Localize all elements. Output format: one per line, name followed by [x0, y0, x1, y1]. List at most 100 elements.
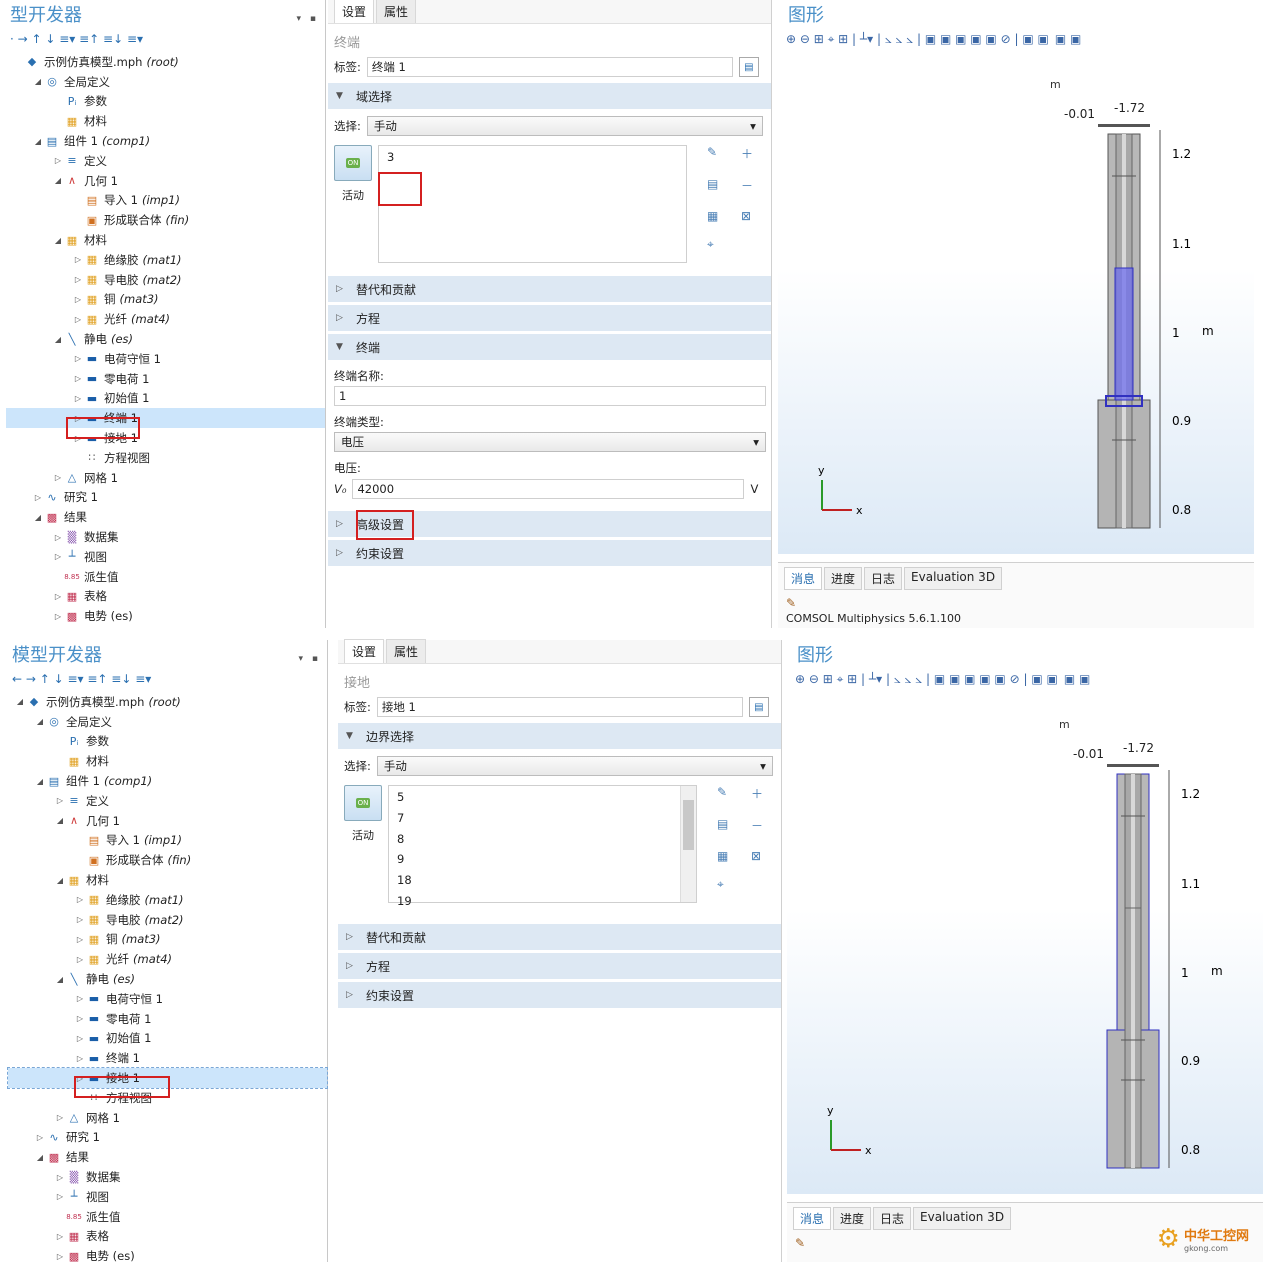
tree-item[interactable]: ▷▦光纤(mat4)	[6, 309, 325, 329]
expand-toggle-icon[interactable]: ▷	[54, 591, 62, 601]
tree-item[interactable]: ◢▦材料	[6, 230, 325, 250]
expand-toggle-icon[interactable]: ▷	[36, 1132, 44, 1142]
tree-item[interactable]: ▣形成联合体(fin)	[8, 850, 327, 870]
selection-dropdown[interactable]: 手动▾	[376, 756, 773, 776]
zoom-to-selection-icon[interactable]: ⌖	[717, 877, 724, 892]
tab-messages[interactable]: 消息	[784, 567, 823, 590]
expand-toggle-icon[interactable]: ▷	[54, 156, 62, 166]
section-advanced[interactable]: ▷高级设置	[328, 511, 771, 537]
tree-item[interactable]: ▷▦表格	[8, 1227, 327, 1247]
tree-item[interactable]: ▦材料	[6, 111, 325, 131]
tree-item[interactable]: ◢◎全局定义	[8, 712, 327, 732]
tree-item[interactable]: ▦材料	[8, 751, 327, 771]
zoom-to-selection-icon[interactable]: ⌖	[707, 237, 714, 252]
tree-item[interactable]: ▷▦铜(mat3)	[8, 930, 327, 950]
panel-controls[interactable]: ▾ ▪	[296, 14, 319, 24]
expand-toggle-icon[interactable]: ◢	[56, 875, 64, 885]
tree-item[interactable]: ▤导入 1(imp1)	[8, 831, 327, 851]
expand-toggle-icon[interactable]: ▷	[56, 1251, 64, 1261]
tree-item[interactable]: ◢∧几何 1	[6, 171, 325, 191]
expand-toggle-icon[interactable]: ▷	[74, 314, 82, 324]
tree-item[interactable]: ▷▬接地 1	[7, 1067, 328, 1089]
scrollbar[interactable]	[680, 786, 696, 902]
section-equation[interactable]: ▷方程	[328, 305, 771, 331]
tab-messages[interactable]: 消息	[793, 1207, 832, 1230]
tree-item[interactable]: ◢▤组件 1(comp1)	[6, 131, 325, 151]
tab-settings[interactable]: 设置	[334, 0, 375, 23]
clipboard-icon[interactable]: ▦	[717, 848, 729, 863]
tree-item[interactable]: ◢▩结果	[8, 1147, 327, 1167]
section-terminal[interactable]: ▼终端	[328, 334, 771, 360]
label-edit-icon[interactable]: ▤	[738, 57, 759, 77]
section-constraint[interactable]: ▷约束设置	[338, 982, 781, 1008]
expand-toggle-icon[interactable]: ▷	[76, 1073, 84, 1083]
tree-item[interactable]: ▷▬接地 1	[6, 428, 325, 448]
expand-toggle-icon[interactable]: ◢	[34, 136, 42, 146]
tree-item[interactable]: ▷▦绝缘胶(mat1)	[8, 890, 327, 910]
section-equation[interactable]: ▷方程	[338, 953, 781, 979]
tree-item[interactable]: ▷△网格 1	[6, 468, 325, 488]
paste-selection-icon[interactable]: ✎	[717, 785, 728, 799]
tree-item[interactable]: ▷▬电荷守恒 1	[8, 989, 327, 1009]
tag-input[interactable]: 接地 1	[376, 697, 743, 717]
remove-icon[interactable]: －	[751, 818, 764, 833]
expand-toggle-icon[interactable]: ◢	[34, 512, 42, 522]
expand-toggle-icon[interactable]: ▷	[74, 393, 82, 403]
tree-item[interactable]: ▷▬终端 1	[8, 1048, 327, 1068]
tree-item[interactable]: ▷▒数据集	[6, 527, 325, 547]
tree-item[interactable]: ▷▬零电荷 1	[8, 1009, 327, 1029]
expand-toggle-icon[interactable]: ▷	[34, 492, 42, 502]
section-override[interactable]: ▷替代和贡献	[338, 924, 781, 950]
tree-item[interactable]: ▷┴视图	[6, 547, 325, 567]
add-icon[interactable]: ＋	[741, 147, 754, 161]
tree-item[interactable]: ▷▬初始值 1	[8, 1029, 327, 1049]
tab-evaluation-3d[interactable]: Evaluation 3D	[913, 1207, 1012, 1230]
list-item[interactable]: 9	[397, 852, 405, 867]
list-item[interactable]: 3	[387, 150, 395, 164]
tree-item[interactable]: ▷▦导电胶(mat2)	[8, 910, 327, 930]
clear-selection-icon[interactable]: ⊠	[751, 848, 762, 863]
terminal-type-dropdown[interactable]: 电压▾	[334, 432, 766, 452]
tree-item[interactable]: ▷┴视图	[8, 1187, 327, 1207]
expand-toggle-icon[interactable]: ◢	[34, 77, 42, 87]
expand-toggle-icon[interactable]: ◢	[56, 816, 64, 826]
tree-item[interactable]: ◢╲静电(es)	[6, 329, 325, 349]
list-item[interactable]: 7	[397, 810, 405, 825]
model-view[interactable]: m -0.01 -1.72 1.2 1.1 1 m 0.9 0.8	[778, 78, 1254, 554]
tree-item[interactable]: ▷▦导电胶(mat2)	[6, 270, 325, 290]
tree-item[interactable]: ▷∿研究 1	[6, 488, 325, 508]
expand-toggle-icon[interactable]: ◢	[56, 974, 64, 984]
expand-toggle-icon[interactable]: ▷	[74, 275, 82, 285]
expand-toggle-icon[interactable]: ▷	[76, 934, 84, 944]
expand-toggle-icon[interactable]: ◢	[36, 1152, 44, 1162]
expand-toggle-icon[interactable]: ◢	[54, 176, 62, 186]
tree-item[interactable]: ◢◎全局定义	[6, 72, 325, 92]
tree-item[interactable]: ▷≡定义	[8, 791, 327, 811]
expand-toggle-icon[interactable]: ▷	[74, 354, 82, 364]
tab-properties[interactable]: 属性	[376, 0, 417, 23]
tree-item[interactable]: ▷▬终端 1	[6, 408, 325, 429]
section-override[interactable]: ▷替代和贡献	[328, 276, 771, 302]
tree-item[interactable]: ▷▦铜(mat3)	[6, 290, 325, 310]
expand-toggle-icon[interactable]: ▷	[76, 954, 84, 964]
tree-item[interactable]: ▣形成联合体(fin)	[6, 210, 325, 230]
expand-toggle-icon[interactable]: ◢	[36, 717, 44, 727]
copy-icon[interactable]: ▤	[717, 816, 729, 831]
tree-item[interactable]: ▷≡定义	[6, 151, 325, 171]
expand-toggle-icon[interactable]: ▷	[56, 796, 64, 806]
tree-toolbar[interactable]: ← → ↑ ↓ ≡▾ ≡↑ ≡↓ ≡▾	[12, 672, 152, 686]
expand-toggle-icon[interactable]: ▷	[54, 532, 62, 542]
tree-item[interactable]: ◆示例仿真模型.mph(root)	[6, 52, 325, 72]
tree-item[interactable]: ▷▩电势 (es)	[6, 606, 325, 626]
tab-progress[interactable]: 进度	[833, 1207, 872, 1230]
voltage-input[interactable]: 42000	[352, 479, 745, 499]
tree-item[interactable]: ◢▩结果	[6, 507, 325, 527]
tree-item[interactable]: ▷▦表格	[6, 587, 325, 607]
expand-toggle-icon[interactable]: ▷	[54, 473, 62, 483]
active-toggle[interactable]: ON	[344, 785, 382, 821]
graphics-toolbar[interactable]: ⊕ ⊖ ⊞ ⌖ ⊞ | ┴▾ | ⦣ ⦣ ⦣ | ▣ ▣ ▣ ▣ ▣ ⊘ | ▣…	[795, 672, 1091, 686]
